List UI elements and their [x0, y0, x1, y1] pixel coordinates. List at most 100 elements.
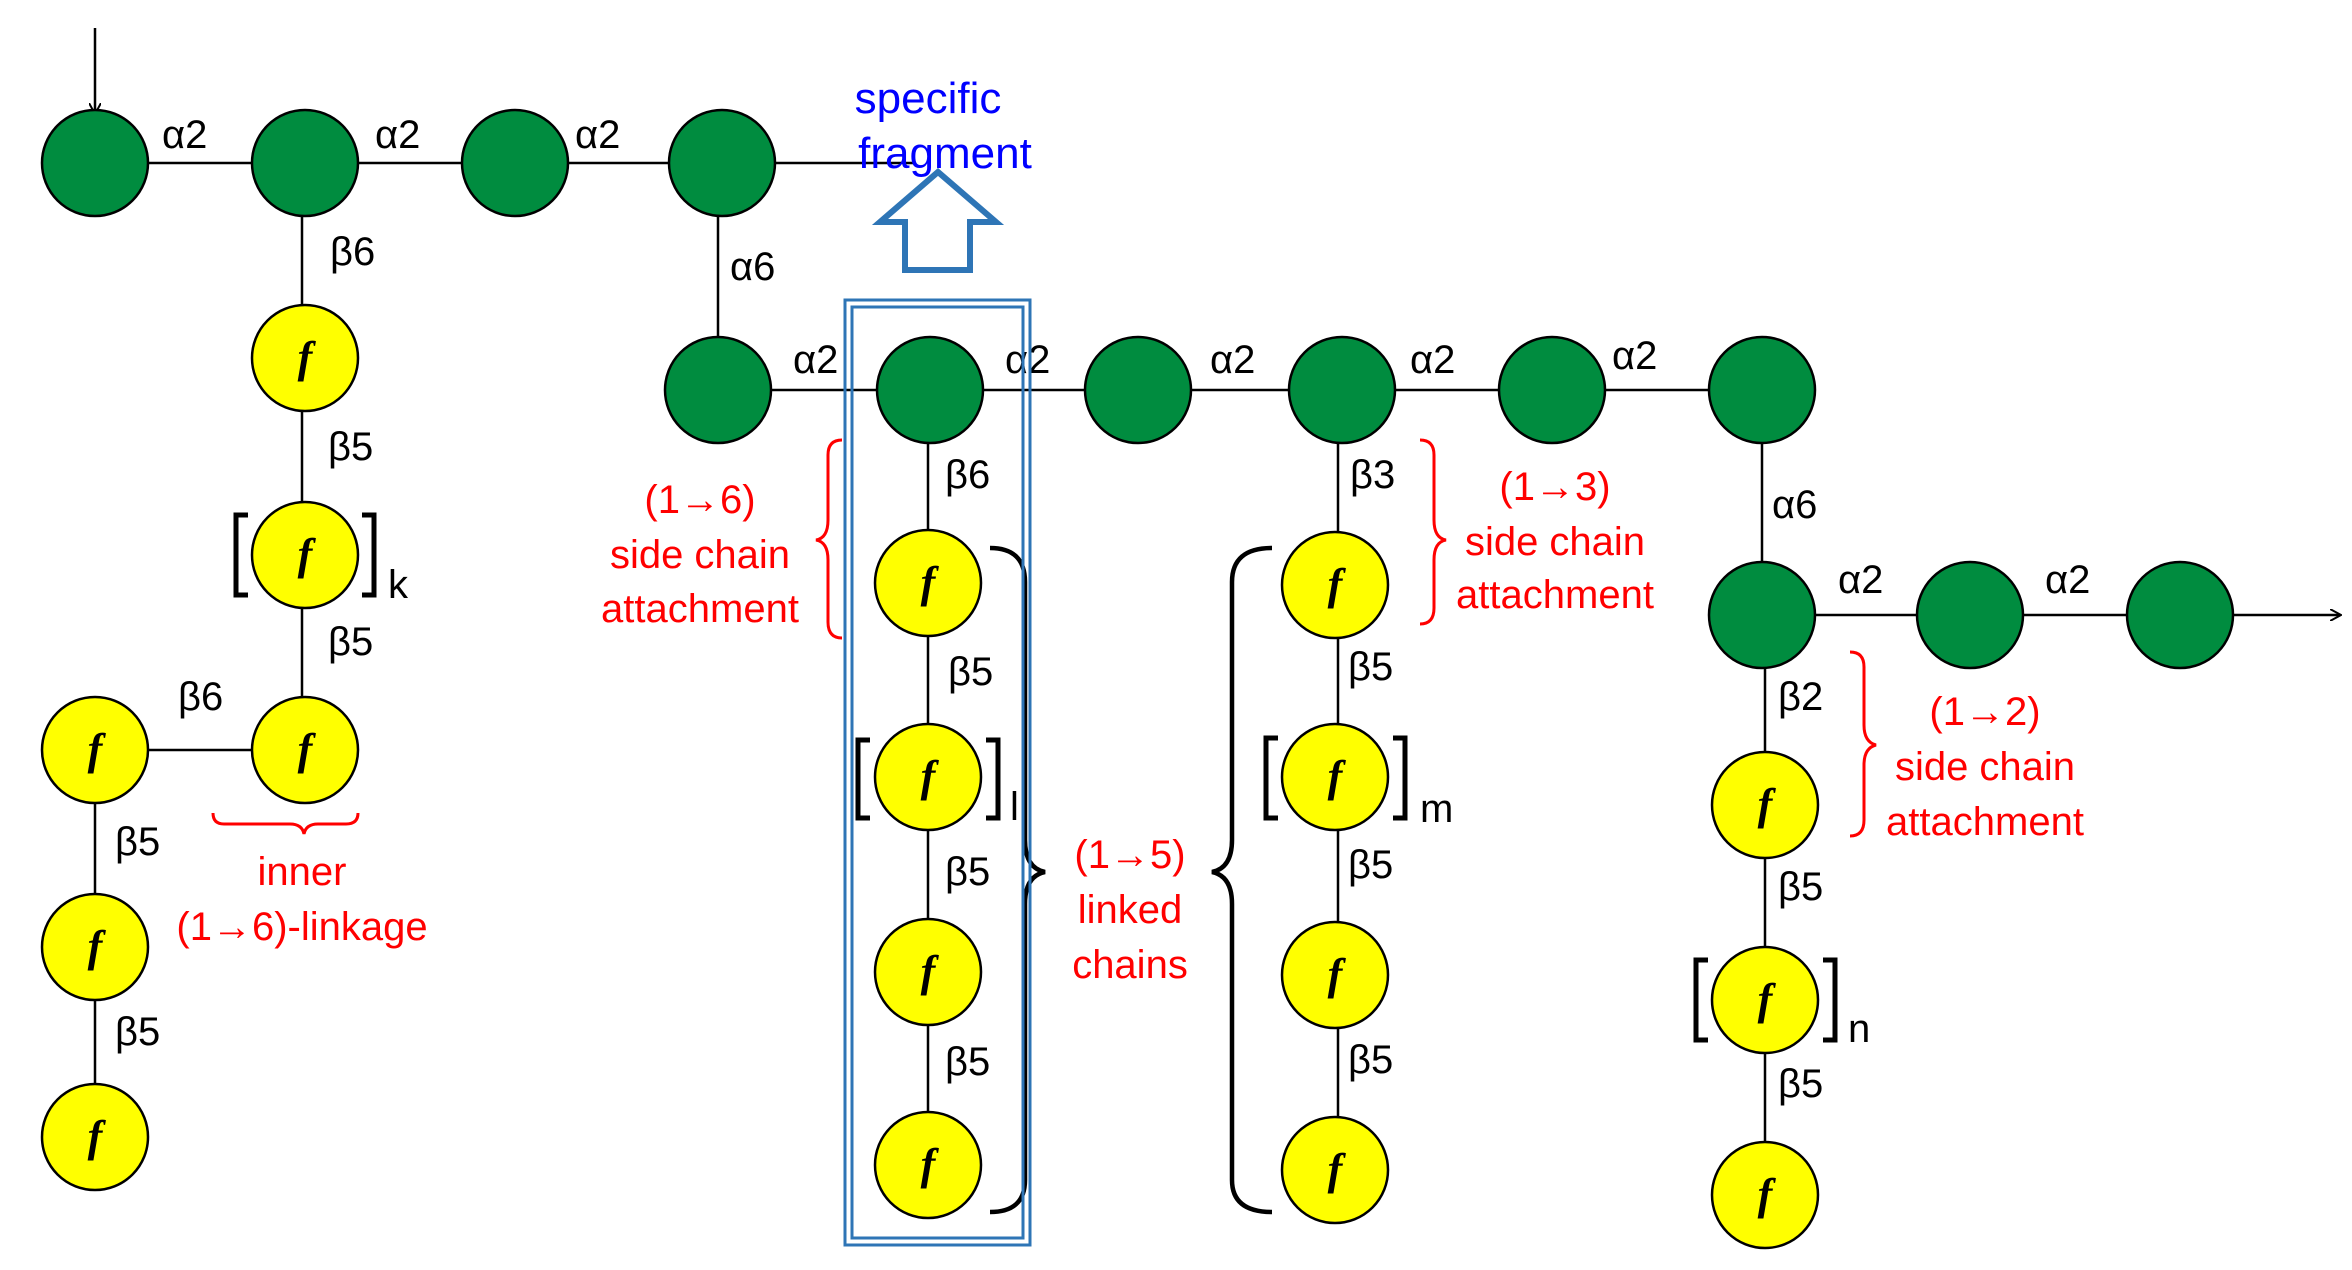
linkage-label: β5 — [328, 620, 373, 664]
annotation-inner-line1: inner — [258, 850, 347, 894]
brace-side16 — [815, 438, 843, 640]
linkage-label: β5 — [1348, 843, 1393, 887]
annotation-side16-line1: (1→6) — [644, 478, 755, 522]
repeat-subscript-k: k — [388, 563, 409, 607]
linkage-label: β5 — [328, 425, 373, 469]
linkage-label: α2 — [162, 113, 207, 157]
galactose-node-9 — [1497, 335, 1607, 445]
fucose-symbol: f — [298, 530, 317, 579]
fragment-up-arrow-icon — [871, 168, 1005, 273]
brace-inner16 — [211, 812, 360, 835]
linkage-label: β5 — [1778, 865, 1823, 909]
fucose-node-l2 — [873, 722, 983, 832]
linkage-label: β6 — [178, 675, 223, 719]
repeat-subscript-l: l — [1010, 785, 1019, 829]
linkage-label: β5 — [115, 1010, 160, 1054]
fucose-symbols: f f f f f f f f f f f f f f f f f — [88, 333, 1777, 1219]
fucose-node-m4 — [1280, 1115, 1390, 1225]
linkage-label: β6 — [330, 230, 375, 274]
linkage-label: α2 — [793, 338, 838, 382]
linkage-label: β5 — [948, 650, 993, 694]
fucose-node-inner1 — [40, 695, 150, 805]
galactose-node-10 — [1707, 335, 1817, 445]
galactose-node-4 — [667, 108, 777, 218]
annotation-inner-line2: (1→6)-linkage — [176, 905, 427, 949]
linked-chain-braces — [989, 545, 1273, 1215]
brace-side13 — [1419, 438, 1447, 626]
brace-chain-l — [989, 545, 1046, 1215]
linkage-label: α2 — [1005, 338, 1050, 382]
fucose-symbol: f — [298, 333, 317, 382]
fragment-label-line2: fragment — [858, 129, 1032, 178]
annotation-side12-line2: side chain — [1895, 745, 2075, 789]
fucose-symbol: f — [298, 725, 317, 774]
galactose-node-5 — [663, 335, 773, 445]
galactose-nodes — [40, 108, 2235, 670]
fucose-symbol: f — [88, 725, 107, 774]
brace-chain-m — [1211, 545, 1273, 1215]
repeat-bracket-m-right — [1393, 735, 1408, 821]
fucose-node-l1 — [873, 528, 983, 638]
repeat-bracket-l-right — [986, 737, 1001, 821]
fucose-symbol: f — [88, 1112, 107, 1161]
linkage-label: α6 — [730, 245, 775, 289]
fucose-node-m1 — [1280, 530, 1390, 640]
linkage-label: α2 — [1410, 338, 1455, 382]
fragment-box-inner — [850, 305, 1025, 1240]
galactose-node-12 — [1915, 560, 2025, 670]
linkage-label: β2 — [1778, 675, 1823, 719]
fucose-symbol: f — [88, 922, 107, 971]
annotation-braces — [211, 438, 1877, 838]
repeat-subscripts: k l m n — [388, 563, 1870, 1051]
annotation-side12-line3: attachment — [1886, 800, 2084, 844]
fucose-symbol: f — [1328, 1145, 1347, 1194]
fucose-symbol: f — [1758, 975, 1777, 1024]
fucose-nodes — [40, 303, 1820, 1250]
galactose-node-3 — [460, 108, 570, 218]
linkage-label: β5 — [945, 850, 990, 894]
galactose-node-6 — [875, 335, 985, 445]
annotation-linked-line3: chains — [1072, 943, 1188, 987]
fucose-node-k1 — [250, 303, 360, 413]
specific-fragment: specific fragment — [843, 74, 1032, 1247]
annotation-texts: (1→6) side chain attachment (1→3) side c… — [176, 465, 2084, 987]
annotation-linked-line1: (1→5) — [1074, 833, 1185, 877]
linkage-label: β5 — [1348, 645, 1393, 689]
repeat-bracket-k-right — [362, 512, 377, 598]
linkage-label: α6 — [1772, 483, 1817, 527]
repeat-bracket-n-left — [1693, 957, 1708, 1043]
fucose-node-m2 — [1280, 722, 1390, 832]
linkage-labels: α2 α2 α2 α6 β6 β5 β5 β6 β5 β5 α2 α2 α2 α… — [115, 113, 2090, 1106]
galactose-node-7 — [1083, 335, 1193, 445]
linkage-label: β6 — [945, 453, 990, 497]
annotation-side16-line2: side chain — [610, 533, 790, 577]
fucose-node-l3 — [873, 917, 983, 1027]
repeat-bracket-m-left — [1263, 735, 1278, 821]
annotation-side16-line3: attachment — [601, 587, 799, 631]
linkage-label: α2 — [575, 113, 620, 157]
fucose-symbol: f — [921, 947, 940, 996]
annotation-linked-line2: linked — [1078, 888, 1183, 932]
fucose-node-inner3 — [40, 1082, 150, 1192]
linkage-label: α2 — [1838, 558, 1883, 602]
fucose-symbol: f — [921, 558, 940, 607]
linkage-label: β5 — [1778, 1062, 1823, 1106]
linkage-label: α2 — [375, 113, 420, 157]
annotation-side13-line1: (1→3) — [1499, 465, 1610, 509]
galactose-node-8 — [1287, 335, 1397, 445]
repeat-subscript-m: m — [1420, 787, 1453, 831]
fucose-symbol: f — [921, 1140, 940, 1189]
fucose-symbol: f — [1328, 752, 1347, 801]
fucose-symbol: f — [1758, 1170, 1777, 1219]
fucose-symbol: f — [1328, 560, 1347, 609]
fucose-symbol: f — [1758, 780, 1777, 829]
galactose-node-1 — [40, 108, 150, 218]
linkage-label: β5 — [1348, 1038, 1393, 1082]
repeat-bracket-n-right — [1823, 957, 1838, 1043]
linkage-label: β5 — [945, 1040, 990, 1084]
linkage-label: α2 — [1210, 338, 1255, 382]
fragment-box-outer — [843, 298, 1032, 1247]
repeat-bracket-k-left — [233, 512, 248, 598]
repeat-brackets — [233, 512, 1838, 1043]
